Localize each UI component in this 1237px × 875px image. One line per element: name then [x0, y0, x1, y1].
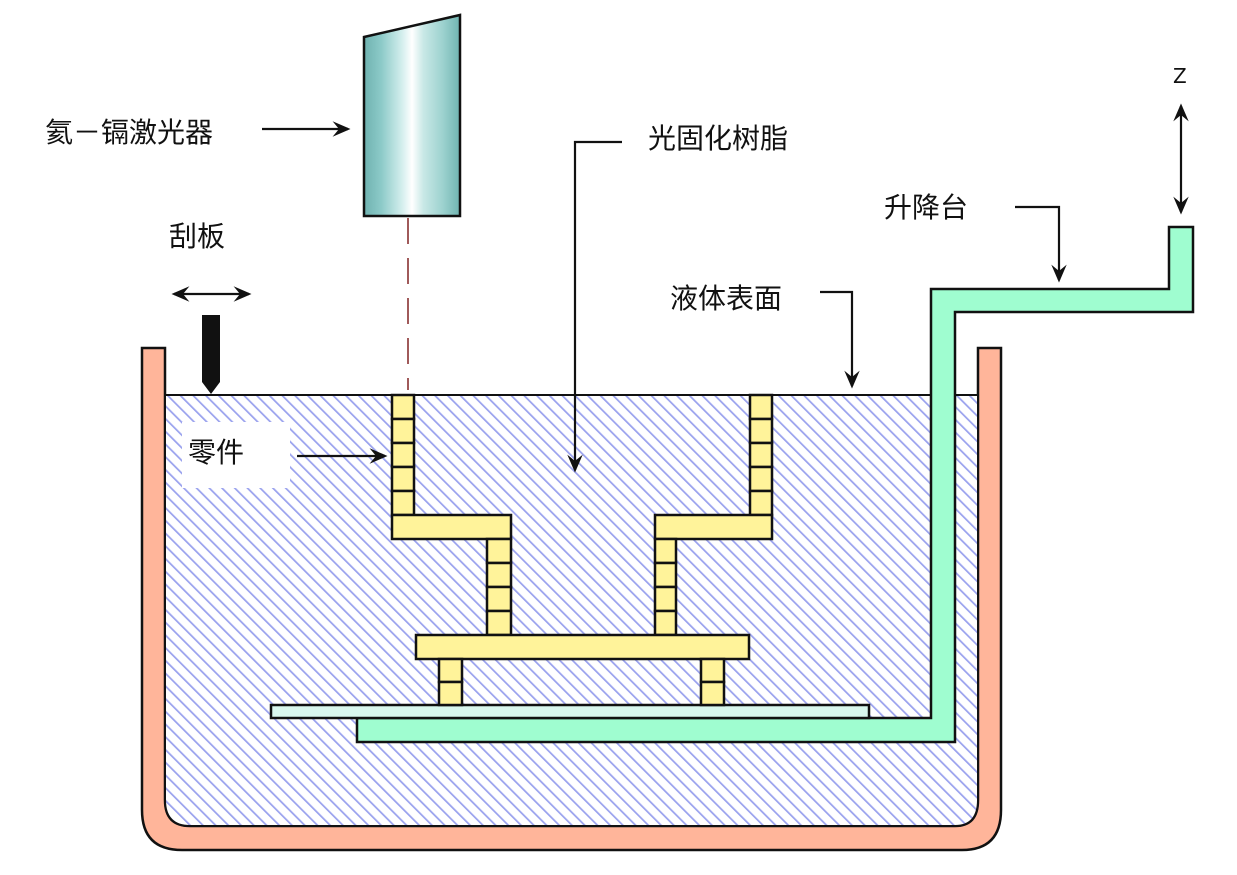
part-layer-upper-right	[748, 393, 774, 421]
part-crossbar	[414, 633, 751, 661]
liquid-surface-arrow	[820, 290, 860, 389]
part-label-bg	[182, 422, 290, 488]
part-layer-middle-right	[653, 609, 678, 637]
part-arm-left	[390, 513, 513, 541]
z-axis-label: Z	[1173, 64, 1187, 88]
part-leg-left	[437, 657, 464, 684]
part-layer-upper-left	[390, 417, 416, 445]
scraper-label: 刮板	[169, 220, 225, 253]
part-leg-left	[437, 680, 464, 707]
part-arm-right	[653, 513, 774, 541]
part-layer-upper-right	[748, 465, 774, 493]
part-layer-upper-left	[390, 465, 416, 493]
part-layer-middle-right	[653, 537, 678, 565]
elevator-platform	[355, 225, 1195, 744]
part-layer-upper-left	[390, 489, 416, 517]
part-layer-upper-right	[748, 417, 774, 445]
part	[390, 393, 774, 707]
part-layer-middle-left	[485, 537, 513, 565]
part-leg-right	[699, 657, 726, 684]
part-layer-middle-left	[485, 561, 513, 589]
laser-label: 氦－镉激光器	[45, 116, 213, 149]
part-layer-upper-left	[390, 393, 416, 421]
part-layer-middle-left	[485, 585, 513, 613]
part-layer-upper-left	[390, 441, 416, 469]
part-layer-middle-right	[653, 585, 678, 613]
resin-arrow	[567, 140, 622, 473]
scraper-blade	[202, 315, 220, 394]
build-plate	[269, 703, 871, 720]
liquid-surface-label: 液体表面	[670, 282, 782, 315]
resin-label: 光固化树脂	[648, 122, 788, 155]
part-layer-middle-right	[653, 561, 678, 589]
part-label: 零件	[188, 436, 244, 469]
elevator-label: 升降台	[884, 191, 968, 224]
part-layer-middle-left	[485, 609, 513, 637]
part-layer-upper-right	[748, 441, 774, 469]
elevator-arrow	[1015, 205, 1067, 283]
laser-body	[362, 13, 462, 218]
part-layer-upper-right	[748, 489, 774, 517]
part-leg-right	[699, 680, 726, 707]
